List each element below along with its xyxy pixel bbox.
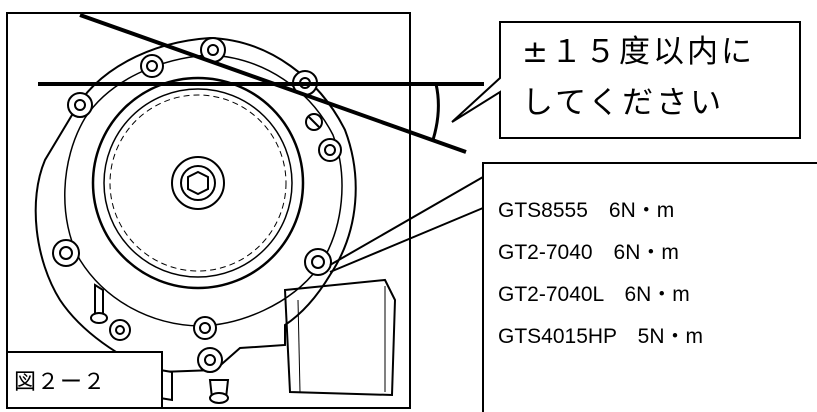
torque-spec-gt2-7040: GT2-7040 6N・m <box>498 241 679 264</box>
angle-arc <box>431 83 440 141</box>
drawing-frame <box>6 12 411 409</box>
figure-label: 図２ー２ <box>14 370 107 395</box>
torque-spec-gts8555: GTS8555 6N・m <box>498 199 675 222</box>
torque-spec-gts4015hp: GTS4015HP 5N・m <box>498 325 704 348</box>
torque-callout-bracket <box>329 162 817 412</box>
angle-callout-bubble <box>451 21 801 139</box>
flange-bolts <box>52 37 342 373</box>
torque-spec-gt2-7040l: GT2-7040L 6N・m <box>498 283 690 306</box>
tilted-reference-line <box>79 13 467 154</box>
compressor-cover <box>91 76 305 290</box>
angle-callout-line1: ±１５度以内に <box>522 34 755 70</box>
index-screw <box>305 113 323 131</box>
figure-label-box <box>6 351 163 409</box>
outlet-pipe <box>283 278 397 397</box>
angle-callout-line2: してください <box>522 85 725 121</box>
